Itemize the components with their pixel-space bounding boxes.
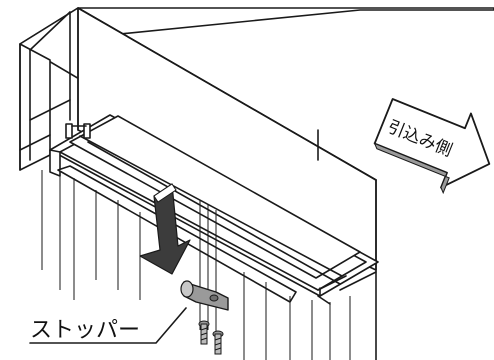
right-arrow-icon: 引込み側 (373, 98, 491, 195)
screw-icon (198, 320, 210, 345)
screw-icon (212, 330, 224, 355)
stopper-leader-line (29, 307, 187, 344)
stopper-label: ストッパー (30, 318, 140, 343)
down-arrow-icon (139, 183, 191, 275)
stopper-part (180, 280, 229, 311)
curtain-panels (41, 170, 351, 360)
